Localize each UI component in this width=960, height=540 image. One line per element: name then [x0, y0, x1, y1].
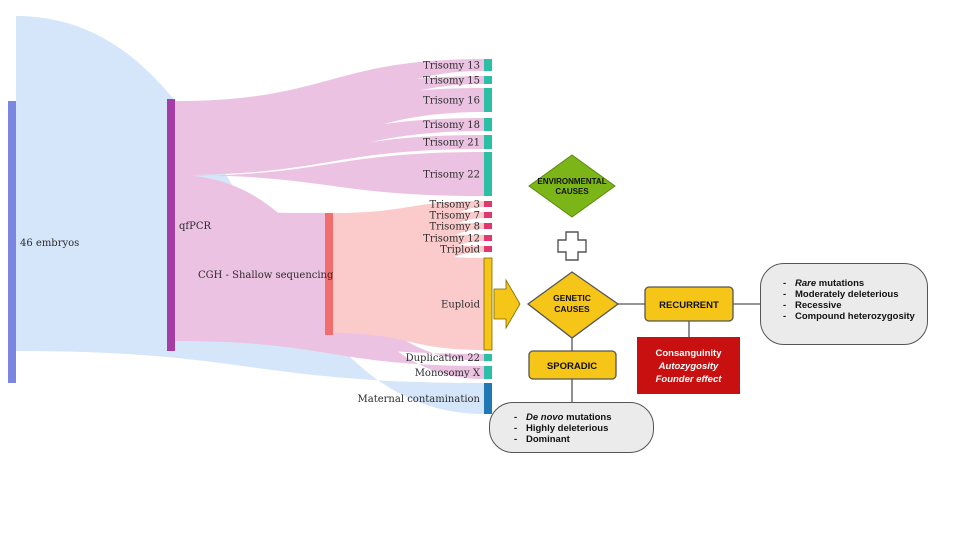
plus-icon [557, 231, 587, 261]
cgh-node [325, 213, 333, 335]
outcome-node-trisomy-18 [484, 118, 492, 131]
link-qfpcr-5 [175, 152, 484, 196]
qfpcr-label: qfPCR [179, 221, 211, 232]
embryos-label: 46 embryos [20, 238, 79, 249]
outcome-label: Trisomy 16 [423, 96, 480, 107]
sporadic-characteristic-item: De novo mutations [512, 412, 645, 423]
recurrent-node: RECURRENT [644, 286, 734, 322]
outcome-node-trisomy-7 [484, 212, 492, 218]
sporadic-characteristic-item: Highly deleterious [512, 423, 645, 434]
recurrent-characteristic-item: Compound heterozygosity [781, 311, 919, 322]
recurrent-characteristics-callout: Rare mutationsModerately deleteriousRece… [760, 263, 928, 345]
outcome-label: Trisomy 8 [430, 222, 480, 233]
sporadic-characteristic-item: Dominant [512, 434, 645, 445]
svg-text:CAUSES: CAUSES [554, 304, 590, 314]
environmental-causes-node: ENVIRONMENTAL CAUSES [528, 154, 616, 218]
euploid-arrow [493, 278, 521, 330]
embryos-node [8, 101, 16, 383]
recurrent-characteristic-item: Moderately deleterious [781, 289, 919, 300]
outcome-node-duplication-22 [484, 354, 492, 361]
outcome-node-euploid [483, 257, 493, 351]
sporadic-characteristics-callout: De novo mutationsHighly deleteriousDomin… [489, 402, 654, 453]
outcome-label: Maternal contamination [358, 394, 481, 405]
outcome-label: Trisomy 18 [423, 120, 480, 131]
consanguinity-box: Consanguinity Autozygosity Founder effec… [637, 337, 740, 394]
outcome-node-maternal-contamination [484, 383, 492, 414]
svg-text:GENETIC: GENETIC [553, 293, 591, 303]
sankey-nodes [8, 59, 493, 414]
outcome-node-trisomy-21 [484, 135, 492, 149]
svg-text:ENVIRONMENTAL: ENVIRONMENTAL [537, 177, 606, 186]
outcome-label: Trisomy 21 [423, 138, 480, 149]
outcome-node-monosomy-x [484, 366, 492, 379]
svg-text:Consanguinity: Consanguinity [656, 348, 723, 359]
outcome-label: Monosomy X [415, 368, 481, 379]
outcome-node-trisomy-15 [484, 76, 492, 84]
link-cgh-5 [333, 243, 484, 350]
svg-text:RECURRENT: RECURRENT [659, 300, 719, 311]
sankey-links [16, 16, 484, 414]
outcome-node-triploid [484, 246, 492, 252]
cgh-label: CGH - Shallow sequencing [198, 270, 334, 281]
outcome-node-trisomy-16 [484, 88, 492, 112]
link-qfpcr-4 [175, 135, 484, 175]
svg-text:CAUSES: CAUSES [555, 187, 589, 196]
outcome-label: Trisomy 12 [423, 234, 480, 245]
outcome-label: Trisomy 3 [430, 200, 480, 211]
outcome-label: Trisomy 7 [430, 211, 480, 222]
genetic-causes-node: GENETIC CAUSES [526, 271, 620, 339]
outcome-label: Trisomy 15 [423, 76, 480, 87]
outcome-label: Duplication 22 [406, 353, 480, 364]
recurrent-characteristic-item: Rare mutations [781, 278, 919, 289]
outcome-label: Triploid [440, 245, 480, 256]
outcome-node-trisomy-13 [484, 59, 492, 71]
link-embryos-qfpcr-edge [16, 16, 167, 351]
sporadic-node: SPORADIC [528, 350, 617, 380]
outcome-node-trisomy-12 [484, 235, 492, 241]
qfpcr-node [167, 99, 175, 351]
outcome-node-trisomy-3 [484, 201, 492, 207]
outcome-node-trisomy-22 [484, 152, 492, 196]
sankey-labels: Trisomy 13 Trisomy 15 Trisomy 16 Trisomy 18… [20, 61, 481, 406]
outcome-label: Trisomy 13 [423, 61, 480, 72]
svg-text:SPORADIC: SPORADIC [547, 361, 597, 372]
outcome-node-trisomy-8 [484, 223, 492, 229]
recurrent-characteristic-item: Recessive [781, 300, 919, 311]
svg-text:Autozygosity: Autozygosity [658, 361, 719, 372]
outcome-label: Euploid [441, 300, 481, 311]
outcome-label: Trisomy 22 [423, 170, 480, 181]
svg-text:Founder effect: Founder effect [656, 374, 723, 385]
